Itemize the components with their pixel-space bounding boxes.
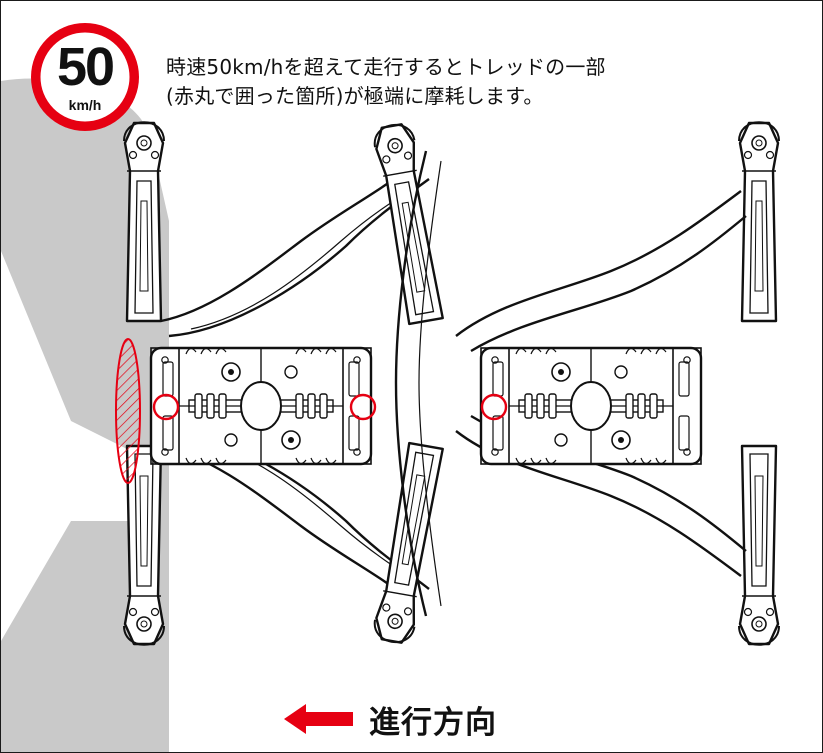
wear-marker-circle <box>152 393 180 421</box>
frame-right <box>370 120 781 647</box>
wear-notice: 時速50km/hを超えて走行するとトレッドの一部 (赤丸で囲った箇所)が極端に摩… <box>166 53 726 111</box>
left-arrow-icon <box>284 704 353 734</box>
notice-line-1: 時速50km/hを超えて走行するとトレッドの一部 <box>166 55 606 79</box>
background-shape <box>1 78 169 752</box>
speed-limit-unit: km/h <box>68 97 102 113</box>
wear-marker-circle <box>349 393 377 421</box>
wear-markers <box>115 338 508 484</box>
wear-marker-circle <box>480 393 508 421</box>
notice-line-2: (赤丸で囲った箇所)が極端に摩耗します。 <box>166 84 544 108</box>
background-notch <box>1 251 151 641</box>
wear-marker-edge <box>115 338 141 484</box>
speed-limit-number: 50 <box>56 37 115 97</box>
direction-label: 進行方向 <box>369 705 497 741</box>
speed-limit-sign <box>31 23 139 131</box>
frame-left <box>122 121 430 646</box>
